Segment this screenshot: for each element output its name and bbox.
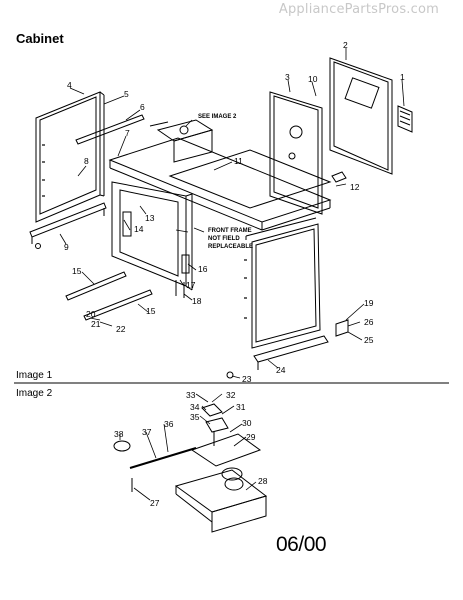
top-rail-6: [75, 114, 145, 145]
callout: 32: [226, 390, 236, 400]
callout: 20: [86, 309, 96, 319]
kick-rail-lower: [83, 289, 153, 321]
callout: 17: [186, 280, 196, 290]
screw-markers: [42, 144, 247, 319]
callout: 4: [67, 80, 72, 90]
right-side-panel: [245, 217, 321, 349]
section-label-image2: Image 2: [16, 388, 53, 399]
front-frame: [111, 181, 193, 291]
callout: 29: [246, 432, 256, 442]
callouts-image2: 27 28 29 30 31 32 33 34 35 36 37 38: [114, 390, 268, 508]
revision-date: 06/00: [276, 533, 327, 556]
note-see-image: SEE IMAGE 2: [198, 114, 237, 120]
callout: 18: [192, 296, 202, 306]
watermark: AppliancePartsPros.com: [278, 2, 439, 17]
note-front-frame-2: NOT FIELD: [208, 236, 240, 242]
callouts-image1: 1 2 3 4 5 6 7 8 9 10 11 12 13 14 15 15 1…: [64, 40, 405, 384]
control-assembly-detail: [113, 403, 268, 533]
callout: 15: [146, 306, 156, 316]
leader-lines: [59, 48, 405, 501]
callout: 13: [145, 213, 155, 223]
callout: 28: [258, 476, 268, 486]
callout: 11: [234, 156, 243, 166]
callout: 34: [190, 402, 200, 412]
bottom-rail-9: [29, 202, 107, 238]
rear-panel: [329, 57, 393, 175]
callout: 7: [125, 128, 130, 138]
callout: 35: [190, 412, 200, 422]
leveling-foot: [226, 371, 234, 379]
callout: 19: [364, 298, 374, 308]
callout: 16: [198, 264, 208, 274]
bracket-12: [331, 171, 347, 183]
callout: 30: [242, 418, 252, 428]
callout: 2: [343, 40, 348, 50]
main-frame: [108, 137, 332, 231]
leveling-foot: [35, 243, 41, 249]
callout: 36: [164, 419, 174, 429]
diagram-title: Cabinet: [16, 31, 64, 46]
callout: 10: [308, 74, 318, 84]
callout: 3: [285, 72, 290, 82]
kick-rail-upper: [65, 271, 127, 301]
callout: 14: [134, 224, 144, 234]
callout: 15: [72, 266, 82, 276]
callout: 9: [64, 242, 69, 252]
bracket-26: [335, 319, 349, 337]
vent-grille: [397, 105, 413, 133]
callout: 25: [364, 335, 374, 345]
callout: 6: [140, 102, 145, 112]
left-side-panel: [35, 91, 105, 223]
callout: 23: [242, 374, 252, 384]
callout: 26: [364, 317, 374, 327]
callout: 21: [91, 319, 101, 329]
bottom-rail-24: [253, 335, 329, 363]
note-front-frame-1: FRONT FRAME: [208, 228, 252, 234]
back-wall: [269, 91, 323, 215]
callout: 12: [350, 182, 360, 192]
callout: 24: [276, 365, 286, 375]
callout: 31: [236, 402, 246, 412]
control-bracket: [149, 119, 214, 163]
callout: 5: [124, 89, 129, 99]
frame-legs: [175, 254, 190, 298]
callout: 8: [84, 156, 89, 166]
section-label-image1: Image 1: [16, 370, 53, 381]
callout: 33: [186, 390, 196, 400]
note-front-frame-3: REPLACEABLE: [208, 244, 253, 250]
callout: 38: [114, 429, 124, 439]
callout: 27: [150, 498, 160, 508]
callout: 1: [400, 72, 405, 82]
callout: 37: [142, 427, 152, 437]
callout: 22: [116, 324, 126, 334]
